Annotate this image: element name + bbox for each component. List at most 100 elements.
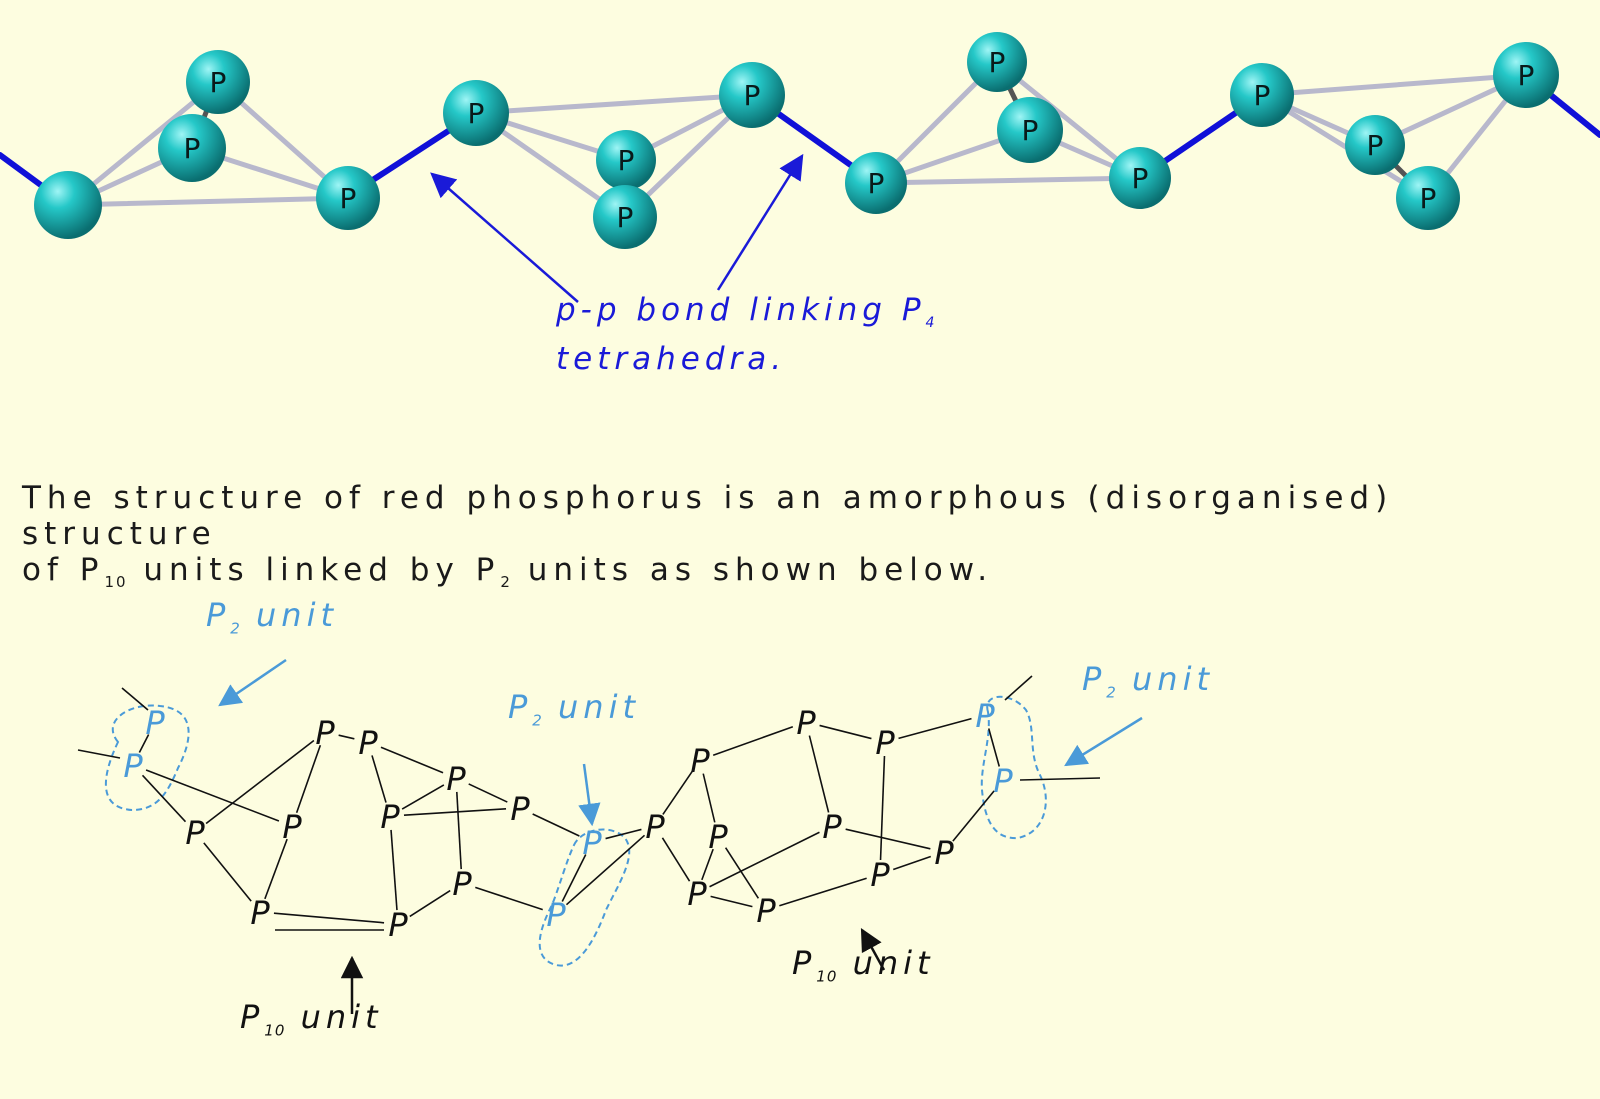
p2-enclosure-middle (538, 828, 631, 967)
p-p-bond (338, 734, 355, 740)
atom-label: P (1367, 129, 1384, 162)
caption-line-2: of P10 units linked by P2 units as shown… (22, 552, 1582, 600)
atom-label: P (340, 182, 357, 215)
callout-subscript: 4 (925, 315, 936, 332)
p10-atom-label: P (185, 814, 205, 852)
p-p-bond (145, 769, 280, 822)
caption-text-c: units as shown below. (511, 552, 994, 588)
p2-atom-label: P (145, 704, 165, 742)
p-p-bond (779, 877, 867, 907)
p-p-bond (138, 734, 150, 753)
atom-label: P (868, 167, 885, 200)
atom-label: P (184, 132, 201, 165)
p10-atom-label: P (645, 808, 665, 846)
p-p-bond (456, 791, 462, 870)
dangling-bond (1004, 675, 1033, 701)
callout-arrow-left (430, 172, 579, 303)
p10-atom-label: P (452, 865, 472, 903)
label-sub: 2 (1106, 683, 1117, 702)
phosphorus-sphere: P (593, 185, 657, 249)
label-p: P (792, 944, 817, 982)
p-p-bond (295, 744, 322, 814)
p2-arrow-middle (578, 763, 601, 827)
label-sub: 2 (532, 711, 543, 730)
phosphorus-sphere: P (997, 97, 1063, 163)
p10-atom-label: P (687, 875, 707, 913)
callout-line-2: tetrahedra. (556, 341, 787, 378)
p10-atom-label: P (315, 714, 335, 752)
p-p-bond (702, 773, 716, 823)
phosphorus-sphere: P (316, 166, 380, 230)
caption-text-a: of P (22, 552, 105, 588)
callout-arrow-right (716, 153, 804, 291)
p-p-bond (701, 848, 714, 881)
p2-unit-label-right: P2 unit (1082, 660, 1214, 701)
phosphorus-sphere: P (845, 152, 907, 214)
p-p-bond (661, 837, 691, 882)
p2-atom-label: P (123, 747, 143, 785)
p2-enclosure-left (104, 704, 190, 812)
label-word: unit (837, 944, 935, 982)
dangling-bond (77, 749, 121, 759)
p-p-bond (724, 847, 760, 899)
unit-arrows (218, 658, 1143, 1014)
p-p-bond (264, 838, 288, 900)
phosphorus-sphere: P (1230, 63, 1294, 127)
caption-text-b: units linked by P (127, 552, 501, 588)
p-p-bond (819, 724, 872, 740)
atom-label: P (1518, 59, 1535, 92)
p10-atom-label: P (875, 724, 895, 762)
p10-atom-label: P (870, 856, 890, 894)
atom-label: P (989, 46, 1006, 79)
label-p: P (240, 998, 265, 1036)
label-p: P (508, 688, 533, 726)
phosphorus-sphere: P (719, 62, 785, 128)
p-p-bond (468, 783, 508, 803)
p10-atom-label: P (756, 892, 776, 930)
callout-arrows (430, 153, 804, 303)
callout-line-1: p-p bond linking P4 (556, 292, 935, 341)
phosphorus-sphere: P (1109, 147, 1171, 209)
p-p-bond (371, 755, 387, 803)
label-p: P (206, 596, 231, 634)
p2-arrow-right (1064, 716, 1143, 767)
structure-caption: The structure of red phosphorus is an am… (22, 480, 1582, 600)
p-p-bond (475, 886, 543, 911)
phosphorus-sphere (34, 171, 102, 239)
atom-label: P (618, 144, 635, 177)
p2-unit-label-left: P2 unit (206, 596, 338, 637)
phosphorus-sphere: P (443, 80, 509, 146)
label-sub: 10 (816, 967, 838, 986)
p-p-bond (141, 774, 187, 823)
p10-unit-label-right: P10 unit (792, 944, 935, 985)
p10-atom-label: P (250, 894, 270, 932)
p-p-bond (808, 735, 830, 813)
atom-label: P (617, 201, 634, 234)
caption-sub-10: 10 (104, 573, 128, 592)
dangling-bond (1019, 777, 1101, 781)
p10-unit-label-left: P10 unit (240, 998, 383, 1039)
p10-atom-label: P (358, 724, 378, 762)
phosphorus-sphere: P (186, 50, 250, 114)
p10-atom-label: P (934, 834, 954, 872)
p-p-bond (390, 829, 398, 911)
label-word: unit (240, 596, 339, 634)
p-p-bond (892, 855, 932, 871)
p2-arrow-left (218, 658, 287, 707)
p10-atom-label: P (380, 798, 400, 836)
p-p-bond (605, 828, 642, 840)
caption-sub-2: 2 (500, 573, 512, 592)
p-p-bond (987, 728, 1001, 767)
phosphorus-sphere: P (1493, 42, 1559, 108)
phosphorus-sphere: P (1396, 166, 1460, 230)
p-p-bond (409, 889, 451, 918)
atom-label: P (1132, 162, 1149, 195)
caption-line-1: The structure of red phosphorus is an am… (22, 480, 1394, 552)
p10-atom-label: P (708, 818, 728, 856)
atom-label: P (1420, 182, 1437, 215)
p2-atom-label: P (582, 824, 602, 862)
p-p-bond (898, 717, 972, 740)
atom-label: P (744, 79, 761, 112)
